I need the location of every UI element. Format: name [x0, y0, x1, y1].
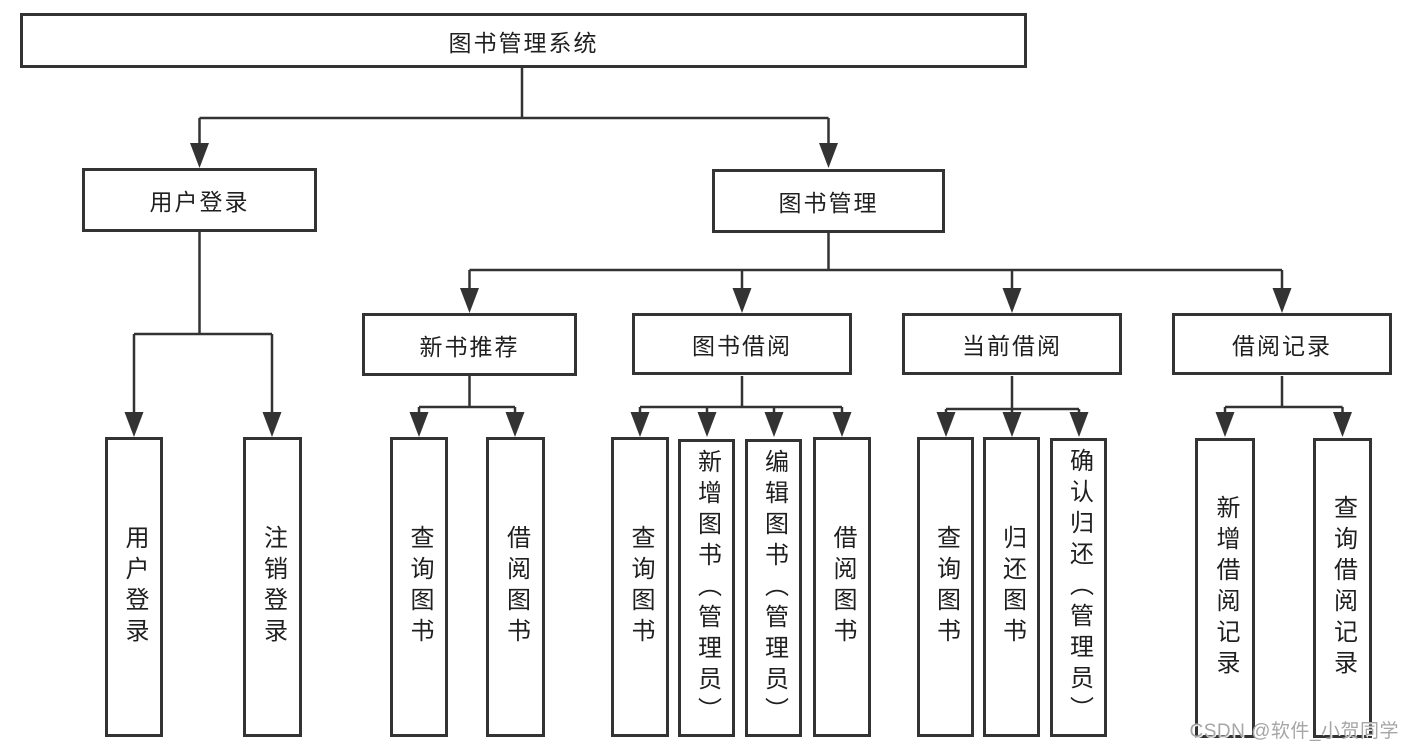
leaf-query-book-current: 查询图书: [917, 437, 974, 737]
leaf-user-login-label: 用户登录: [121, 525, 148, 649]
node-user-login-label: 用户登录: [149, 189, 250, 215]
leaf-return-book: 归还图书: [983, 437, 1040, 737]
leaf-borrow-book-borrowing-label: 借阅图书: [829, 525, 856, 649]
leaf-borrow-book-recommend: 借阅图书: [486, 437, 545, 737]
leaf-query-book-recommend: 查询图书: [390, 437, 448, 737]
node-current-borrowing: 当前借阅: [902, 313, 1122, 375]
node-current-borrowing-label: 当前借阅: [962, 333, 1062, 359]
leaf-logout-login-label: 注销登录: [259, 525, 287, 649]
node-user-login-branch: 用户登录: [82, 168, 317, 232]
node-root: 图书管理系统: [20, 13, 1027, 68]
leaf-query-book-borrowing-label: 查询图书: [627, 525, 654, 649]
leaf-confirm-return-admin-label: 确认归还（管理员）: [1065, 448, 1093, 727]
leaf-edit-book-admin-label: 编辑图书（管理员）: [760, 448, 788, 728]
node-borrowing-records-label: 借阅记录: [1232, 333, 1332, 359]
leaf-add-borrow-record-label: 新增借阅记录: [1212, 495, 1239, 681]
node-new-book-recommend: 新书推荐: [362, 313, 577, 376]
leaf-borrow-book-borrowing: 借阅图书: [813, 437, 871, 737]
node-book-management: 图书管理: [712, 169, 945, 233]
leaf-query-book-current-label: 查询图书: [932, 525, 960, 649]
leaf-user-login: 用户登录: [105, 437, 163, 737]
leaf-query-book-recommend-label: 查询图书: [406, 525, 433, 649]
leaf-query-borrow-record-label: 查询借阅记录: [1329, 495, 1357, 681]
node-book-borrowing: 图书借阅: [632, 313, 852, 375]
leaf-logout-login: 注销登录: [243, 437, 302, 737]
arrowheads: [124, 143, 1352, 437]
leaf-borrow-book-recommend-label: 借阅图书: [502, 525, 530, 649]
node-new-book-recommend-label: 新书推荐: [419, 333, 520, 360]
node-root-label: 图书管理系统: [448, 29, 599, 56]
node-borrowing-records: 借阅记录: [1172, 313, 1392, 375]
leaf-add-book-admin: 新增图书（管理员）: [678, 439, 735, 737]
leaf-add-book-admin-label: 新增图书（管理员）: [693, 448, 721, 728]
leaf-edit-book-admin: 编辑图书（管理员）: [745, 439, 802, 737]
watermark: CSDN @软件_小贺同学: [1189, 721, 1399, 742]
leaf-query-book-borrowing: 查询图书: [611, 437, 669, 737]
node-book-management-label: 图书管理: [778, 190, 879, 216]
leaf-add-borrow-record: 新增借阅记录: [1195, 438, 1255, 738]
leaf-query-borrow-record: 查询借阅记录: [1313, 438, 1372, 738]
node-book-borrowing-label: 图书借阅: [692, 333, 792, 359]
leaf-confirm-return-admin: 确认归还（管理员）: [1050, 438, 1107, 737]
leaf-return-book-label: 归还图书: [998, 525, 1026, 649]
